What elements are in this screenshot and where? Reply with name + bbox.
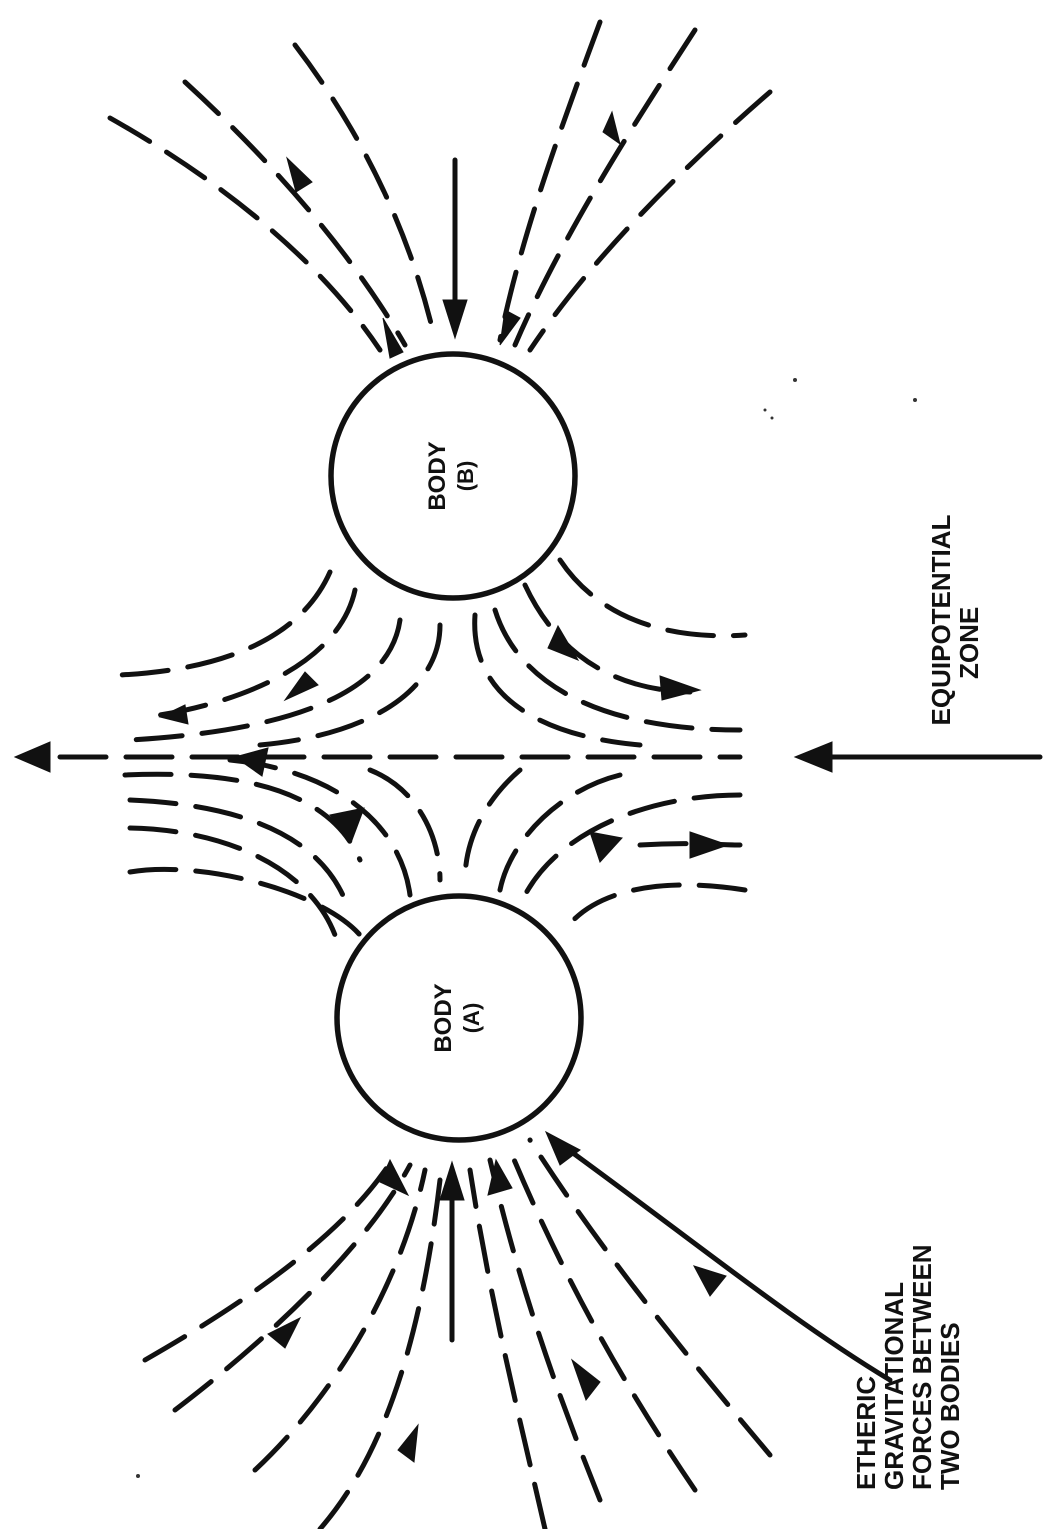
caption-line3: FORCES BETWEEN bbox=[907, 1244, 937, 1490]
speck bbox=[136, 1474, 140, 1478]
arrowhead bbox=[286, 156, 313, 193]
arrowhead bbox=[397, 1423, 419, 1463]
arrowhead bbox=[692, 1265, 727, 1297]
field-line bbox=[522, 792, 743, 898]
arrowhead bbox=[689, 831, 730, 859]
arrowhead bbox=[13, 741, 51, 773]
field-line bbox=[227, 757, 413, 898]
field-line bbox=[467, 1167, 548, 1529]
arrowhead bbox=[793, 741, 833, 773]
field-line bbox=[552, 1137, 893, 1383]
arrowhead bbox=[267, 1316, 302, 1349]
arrowhead bbox=[382, 317, 404, 359]
body-b-letter: (B) bbox=[453, 461, 478, 492]
caption-line2: GRAVITATIONAL bbox=[879, 1282, 909, 1490]
field-line bbox=[292, 42, 438, 343]
arrowhead bbox=[659, 675, 702, 701]
field-line bbox=[182, 79, 408, 348]
equipotential-label-line2: ZONE bbox=[954, 607, 984, 679]
speck bbox=[913, 398, 917, 402]
field-line bbox=[507, 1147, 698, 1493]
field-lines-outflow-body-a bbox=[122, 747, 748, 938]
body-b-circle bbox=[328, 351, 578, 601]
field-line bbox=[527, 89, 773, 353]
field-line bbox=[527, 1137, 773, 1458]
speck bbox=[763, 408, 767, 412]
field-line bbox=[462, 767, 523, 883]
field-line bbox=[107, 115, 383, 353]
field-line bbox=[127, 866, 363, 938]
caption-line1: ETHERIC bbox=[851, 1376, 881, 1490]
arrowhead bbox=[158, 704, 189, 725]
arrowhead bbox=[487, 1158, 513, 1196]
arrowhead bbox=[329, 807, 365, 841]
field-line bbox=[492, 607, 743, 733]
field-line bbox=[127, 825, 338, 938]
field-line bbox=[522, 582, 693, 695]
field-line bbox=[497, 772, 623, 893]
arrowhead bbox=[233, 747, 269, 777]
body-a-circle bbox=[334, 893, 584, 1143]
body-a: BODY (A) bbox=[334, 893, 584, 1143]
arrowhead bbox=[544, 1130, 581, 1166]
equipotential-label-line1: EQUIPOTENTIAL bbox=[926, 514, 956, 725]
arrowhead bbox=[283, 671, 319, 702]
equipotential-zone-label: EQUIPOTENTIAL ZONE bbox=[926, 514, 984, 725]
arrowhead bbox=[570, 1358, 601, 1402]
arrowhead bbox=[602, 110, 621, 146]
field-line bbox=[472, 612, 643, 748]
field-line bbox=[637, 841, 743, 848]
field-line bbox=[367, 767, 443, 883]
caption: ETHERIC GRAVITATIONAL FORCES BETWEEN TWO… bbox=[851, 1244, 965, 1490]
equipotential-line bbox=[13, 741, 1043, 773]
field-line bbox=[497, 19, 603, 343]
arrowhead bbox=[547, 624, 580, 662]
field-lines-inflow-body-a bbox=[142, 1130, 893, 1529]
arrowhead bbox=[442, 299, 468, 340]
field-line bbox=[172, 1162, 413, 1413]
body-a-label: BODY bbox=[430, 983, 457, 1052]
field-line bbox=[317, 1177, 443, 1529]
speck bbox=[770, 416, 774, 420]
field-line bbox=[512, 27, 698, 348]
field-line bbox=[252, 1167, 428, 1473]
field-line bbox=[117, 569, 333, 678]
field-line bbox=[257, 622, 443, 748]
field-line bbox=[142, 1152, 398, 1363]
arrowhead bbox=[379, 1158, 410, 1197]
body-b: BODY (B) bbox=[328, 351, 578, 601]
field-line bbox=[127, 797, 348, 903]
arrowhead bbox=[589, 831, 623, 863]
field-lines-outflow-body-b bbox=[117, 557, 748, 748]
speck bbox=[793, 378, 797, 382]
field-line bbox=[557, 557, 748, 639]
body-b-label: BODY bbox=[424, 441, 451, 510]
field-line bbox=[487, 1157, 603, 1503]
field-line bbox=[157, 587, 358, 718]
field-line bbox=[562, 882, 748, 933]
arrowhead bbox=[439, 1160, 465, 1201]
field-lines-inflow-body-b bbox=[107, 19, 773, 359]
body-a-letter: (A) bbox=[459, 1003, 484, 1034]
scan-specks bbox=[136, 378, 917, 1478]
field-line bbox=[127, 617, 403, 743]
caption-line4: TWO BODIES bbox=[935, 1322, 965, 1490]
arrowhead bbox=[499, 309, 521, 346]
field-line bbox=[122, 771, 363, 863]
